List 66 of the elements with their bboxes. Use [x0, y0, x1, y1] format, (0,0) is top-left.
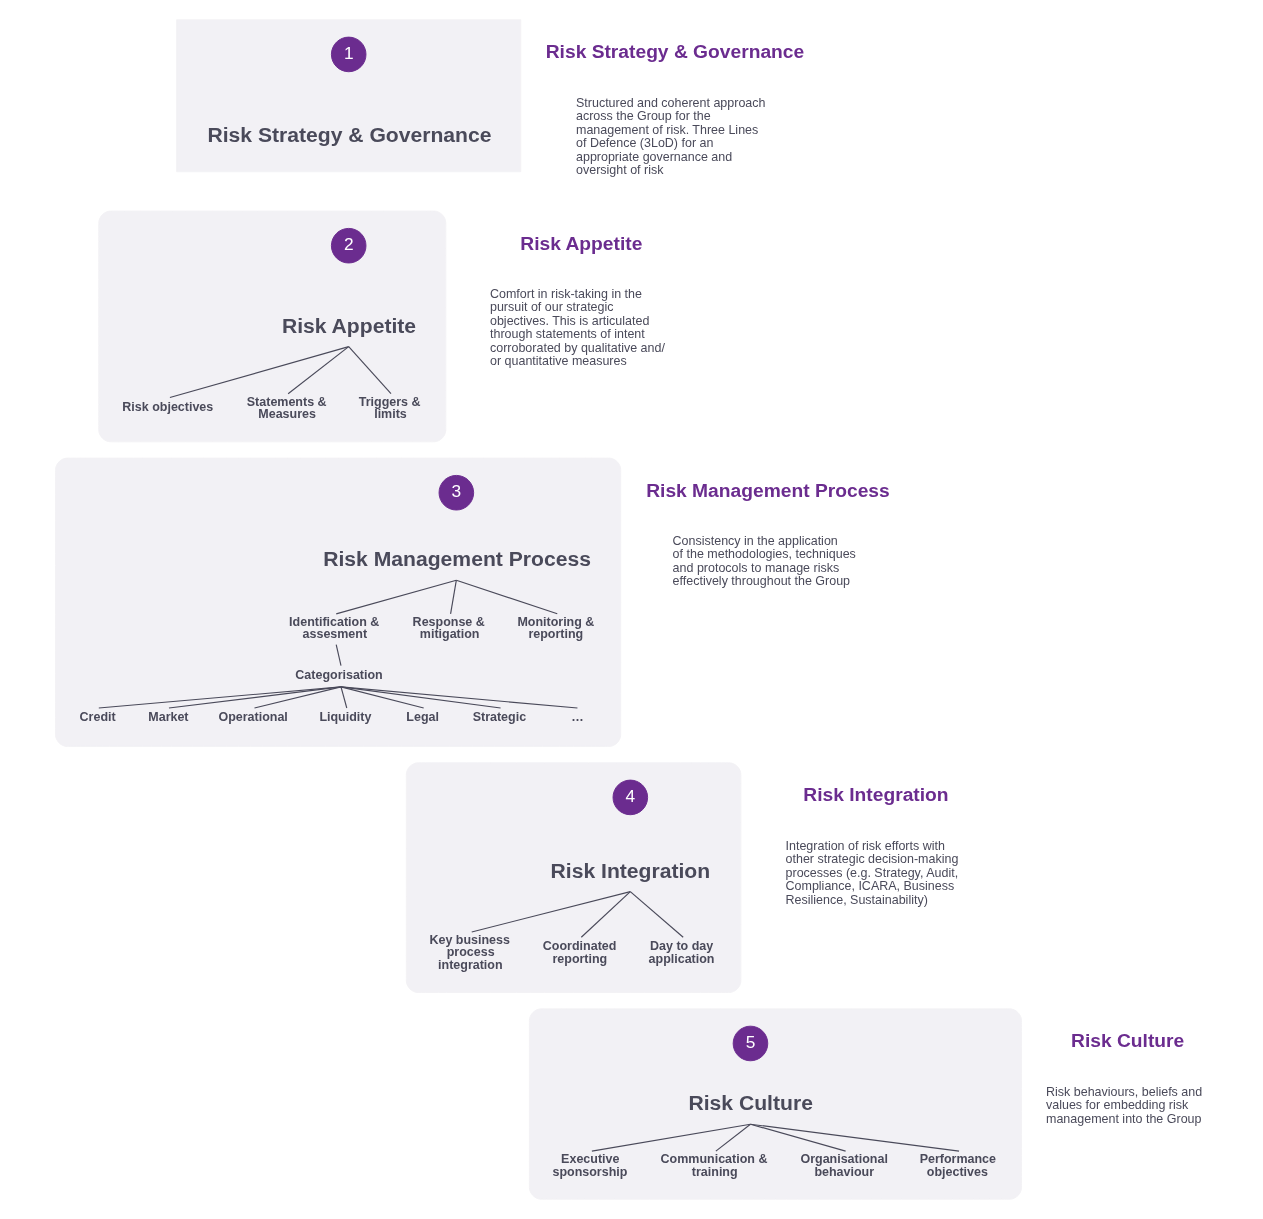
label: Risk Management Process [645, 479, 890, 501]
node-text: Credit [79, 709, 116, 724]
node-text: Coordinated reporting [542, 939, 616, 966]
node-text: Response & mitigation [412, 614, 485, 642]
node-circle: 5 [732, 1025, 768, 1062]
node-text: Day to day application [648, 939, 714, 966]
node-text: Risk Integration [550, 858, 710, 882]
label: Risk Culture [1070, 1030, 1184, 1052]
connector [470, 891, 631, 933]
connector [253, 686, 342, 709]
connector [168, 346, 349, 399]
connector [347, 346, 392, 395]
label: Consistency in the application of the methodologies, techniques and protocols to manage risks effectively throughout the Group [672, 534, 856, 589]
node-text: Categorisation [294, 667, 383, 682]
node-text: Strategic [472, 709, 526, 724]
connector [287, 346, 349, 395]
node-circle: 4 [612, 779, 648, 816]
connector [449, 579, 457, 615]
cluster [97, 210, 446, 443]
node-text: Statements & Measures [246, 394, 327, 422]
node-circle: 3 [438, 474, 474, 511]
node-text: Executive sponsorship [551, 1152, 627, 1179]
node-text: Communication & training [660, 1152, 767, 1179]
connector [455, 579, 558, 615]
node-text: Key business process integration [428, 932, 510, 972]
label: Risk Appetite [519, 232, 642, 254]
node-text: Organisational behaviour [799, 1152, 888, 1179]
connector [714, 1123, 751, 1152]
connector [335, 579, 457, 615]
node-text: Legal [405, 709, 439, 724]
label: Risk Strategy & Governance [545, 41, 804, 63]
connector [580, 891, 631, 938]
connector [339, 686, 501, 709]
cluster [54, 457, 621, 747]
cluster [528, 1008, 1022, 1200]
label: Integration of risk efforts with other strategic decision-making processes (e.g. Strategy, Audit, Compliance, ICARA, Business Resilience, Sustainability) [785, 838, 958, 907]
node-text: … [570, 709, 584, 724]
connector [335, 644, 342, 667]
node-text: Risk objectives [121, 400, 213, 415]
connector [590, 1123, 751, 1152]
label: Comfort in risk-taking in the pursuit of our strategic objectives. This is articulated through statements of intent corroborated by qualitative and/ or quantitative measures [489, 286, 665, 369]
node-text: Market [147, 709, 189, 724]
connector [339, 686, 578, 709]
node-text: Performance objectives [919, 1152, 996, 1179]
node-text: Liquidity [318, 709, 371, 724]
cluster [405, 762, 741, 993]
node-text: Risk Culture [687, 1091, 813, 1115]
label: Structured and coherent approach across the Group for the management of risk. Three Lines of Defence (3LoD) for an appropriate governance and oversight of risk [575, 95, 765, 177]
connector [339, 686, 424, 709]
node-text: Risk Strategy & Governance [206, 122, 492, 146]
node-text: Operational [217, 709, 288, 724]
connector [167, 686, 342, 709]
connector [339, 686, 347, 709]
label: Risk behaviours, beliefs and values for embedding risk management into the Group [1045, 1084, 1202, 1126]
node-text: Risk Management Process [322, 547, 591, 571]
node-circle: 1 [330, 36, 366, 73]
node-circle: 2 [330, 227, 366, 264]
cluster [175, 19, 521, 173]
node-text: Monitoring & reporting [516, 614, 594, 642]
node-text: Triggers & limits [358, 394, 421, 422]
connector [97, 686, 342, 709]
node-text: Identification & assesment [288, 614, 379, 642]
connector [629, 891, 684, 938]
node-text: Risk Appetite [281, 313, 416, 337]
label: Risk Integration [802, 784, 949, 806]
connector [749, 1123, 960, 1152]
